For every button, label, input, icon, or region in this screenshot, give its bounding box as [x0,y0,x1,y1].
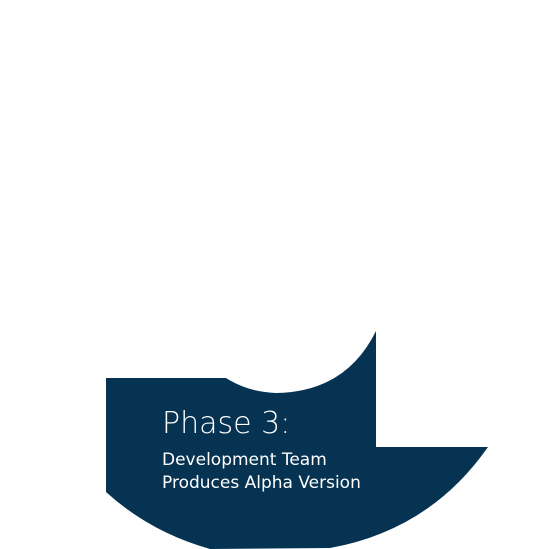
phase-description-line-2: Produces Alpha Version [162,473,361,493]
phase-description-line-1: Development Team [162,450,327,470]
phase-title: Phase 3: [162,406,291,441]
phase-description: Development Team Produces Alpha Version [162,449,361,495]
